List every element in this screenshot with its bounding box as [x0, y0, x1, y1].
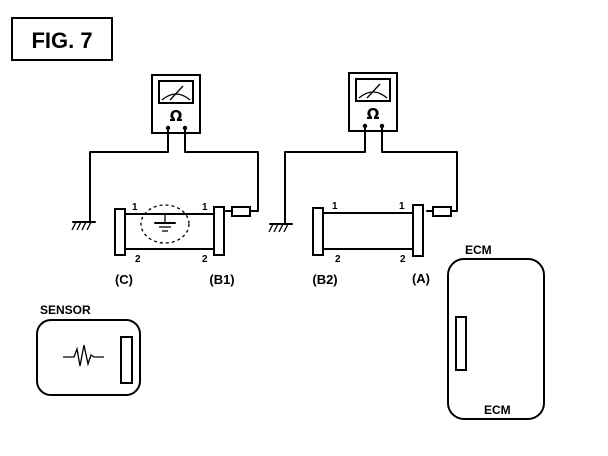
figure-title: FIG. 7 [31, 28, 92, 53]
sensor-label: SENSOR [40, 303, 91, 317]
ecm-unit [447, 258, 545, 420]
ecm-connector [455, 316, 467, 371]
probe-terminal-positive [379, 123, 385, 129]
left-meter-ground-lead [89, 129, 169, 223]
pin-2-label-a: 2 [400, 254, 406, 265]
ecm-label-bottom: ECM [484, 403, 511, 417]
ohmmeter-right-dial [355, 78, 391, 102]
sensor-connector [120, 336, 133, 384]
ground-symbol-left [71, 221, 96, 231]
ecm-housing [447, 258, 545, 420]
connector-a-label: (A) [412, 271, 430, 286]
left-meter-probe-lead [184, 129, 259, 212]
ecm-label-top: ECM [465, 243, 492, 257]
ohm-symbol-left: Ω [170, 107, 183, 125]
pin-1-label-b2: 1 [332, 201, 338, 212]
dial-needle [169, 85, 184, 101]
sensor-unit [36, 319, 141, 396]
right-meter-probe-lead [381, 127, 458, 212]
pin-1-label-c: 1 [132, 202, 138, 213]
connector-c-body [114, 208, 126, 256]
sensor-waveform-icon [63, 344, 104, 367]
pin-2-label-c: 2 [135, 254, 141, 265]
probe-terminal-negative [165, 125, 171, 131]
test-probe-left [225, 206, 251, 217]
ohmmeter-left: Ω [151, 74, 201, 134]
title-frame [11, 17, 113, 61]
sensor-housing [36, 319, 141, 396]
harness-b2-a: 1 1 2 2 [312, 201, 424, 265]
probe-terminal-negative [362, 123, 368, 129]
connector-c-label: (C) [115, 272, 133, 287]
harness-c-b1: 1 1 2 2 [114, 202, 225, 265]
pin-1-label-b1: 1 [202, 202, 208, 213]
right-meter-ground-lead [284, 127, 366, 225]
figure-title-box: FIG. 7 [11, 17, 113, 61]
probe-terminal-positive [182, 125, 188, 131]
pin-2-label-b1: 2 [202, 254, 208, 265]
connector-a-body [412, 204, 424, 257]
ohm-symbol-right: Ω [367, 105, 380, 123]
short-to-ground-circle [140, 204, 190, 244]
test-probe-right [426, 206, 452, 217]
connector-b1-label: (B1) [209, 272, 234, 287]
connector-b2-body [312, 207, 324, 256]
connector-b2-label: (B2) [312, 272, 337, 287]
pin-1-label-a: 1 [399, 201, 405, 212]
connector-b1-body [213, 206, 225, 256]
ground-symbol-right [268, 223, 293, 233]
dial-needle [366, 83, 381, 99]
ohmmeter-right: Ω [348, 72, 398, 132]
ohmmeter-left-dial [158, 80, 194, 104]
body-ground-icon [154, 214, 176, 232]
pin-2-label-b2: 2 [335, 254, 341, 265]
